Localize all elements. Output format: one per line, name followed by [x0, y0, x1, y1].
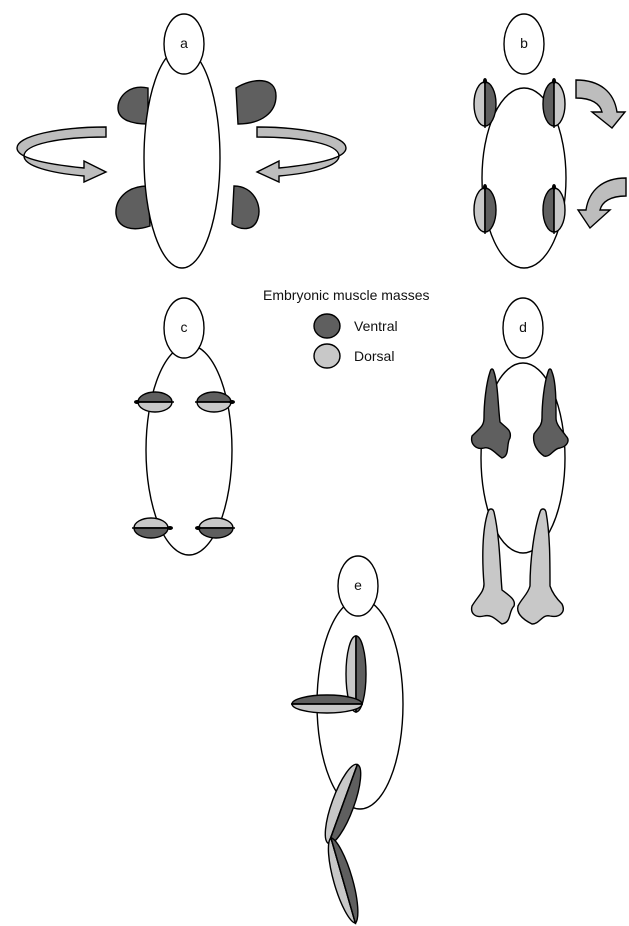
legend-ventral-label: Ventral	[354, 318, 398, 334]
legend: Embryonic muscle masses Ventral Dorsal	[263, 287, 430, 368]
panel-e: e	[291, 556, 403, 926]
panel-d-label: d	[519, 319, 527, 335]
panel-b-curved-arrow-top	[576, 80, 625, 128]
panel-c-label: c	[181, 319, 188, 335]
panel-a-body	[144, 48, 220, 268]
panel-a-rotation-arrow-left	[17, 127, 106, 182]
panel-a: a	[17, 14, 346, 268]
legend-dorsal-label: Dorsal	[354, 348, 394, 364]
panel-b: b	[474, 14, 626, 268]
panel-b-curved-arrow-bottom	[578, 178, 626, 228]
panel-c-forelimb-left	[134, 392, 174, 412]
panel-c: c	[132, 298, 235, 555]
panel-a-hindlimb-bud-right	[232, 186, 259, 229]
panel-b-label: b	[520, 35, 528, 51]
panel-a-label: a	[180, 35, 188, 51]
legend-title: Embryonic muscle masses	[263, 287, 430, 303]
panel-e-hindlimb-lower	[322, 835, 365, 926]
panel-b-forelimb-right	[543, 78, 565, 128]
panel-b-forelimb-left	[474, 78, 496, 128]
panel-d: d	[472, 298, 568, 624]
legend-dorsal-swatch	[314, 344, 340, 368]
panel-e-forelimb-lower	[291, 695, 363, 713]
legend-ventral-swatch	[314, 314, 340, 338]
panel-a-forelimb-bud-right	[236, 81, 276, 124]
panel-a-hindlimb-bud-left	[116, 186, 150, 229]
panel-a-forelimb-bud-left	[118, 87, 148, 124]
panel-e-label: e	[354, 577, 362, 593]
panel-a-rotation-arrow-right	[257, 127, 346, 182]
